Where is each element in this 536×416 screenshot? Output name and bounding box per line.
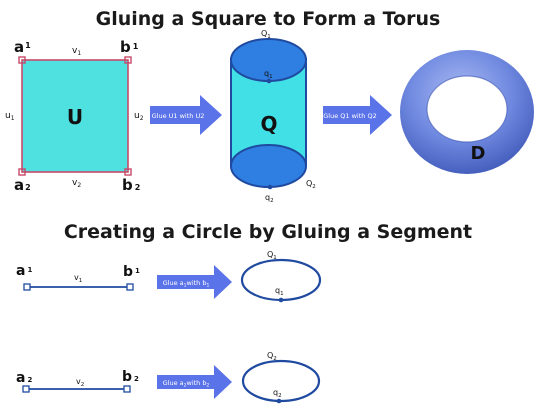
cylinder-top-point	[266, 78, 272, 84]
arrow-glue-seg1: Glue a1with b1	[157, 265, 232, 299]
square-u: U	[18, 56, 132, 176]
arrow-glue-q-label: Glue Q1 with Q2	[323, 112, 376, 120]
segment-2-right-end	[123, 385, 131, 393]
edge-u2-label: u2	[134, 111, 144, 122]
circle-2-top-label: Q2	[267, 351, 277, 362]
torus-d: D	[400, 50, 534, 174]
square-body	[21, 59, 129, 173]
circle-1-point-label: q1	[275, 286, 284, 297]
segment-1-left-end	[23, 283, 31, 291]
torus-center-label: D	[471, 143, 486, 164]
title-circle: Creating a Circle by Gluing a Segment	[64, 221, 472, 243]
segment-2	[22, 385, 131, 393]
circle-2	[241, 359, 321, 404]
cylinder-bottom-point	[267, 184, 273, 190]
segment-1-right-end	[126, 283, 134, 291]
circle-2-point-label: q2	[273, 388, 282, 399]
cylinder-bottom-cap	[230, 144, 307, 188]
corner-a1-label: a1	[14, 38, 31, 56]
cylinder-q: Q	[230, 38, 307, 190]
cylinder-top-label: Q1	[261, 29, 271, 40]
corner-a2-label: a2	[14, 176, 31, 194]
edge-u1-label: u1	[5, 111, 15, 122]
square-center-label: U	[67, 105, 83, 129]
arrow-glue-seg2-label: Glue a2with b2	[163, 379, 210, 389]
circle-1-point	[278, 297, 284, 303]
edge-v2-label: v2	[72, 178, 81, 189]
segment-2-left-end	[22, 385, 30, 393]
arrow-glue-seg2: Glue a2with b2	[157, 365, 232, 399]
circle-2-point	[276, 398, 282, 404]
torus-body	[400, 50, 534, 174]
title-torus: Gluing a Square to Form a Torus	[96, 8, 441, 30]
segment-1-mid-label: v1	[74, 273, 82, 284]
cylinder-center-label: Q	[260, 112, 277, 136]
cylinder-bottom-label: Q2	[306, 179, 316, 190]
arrow-glue-u-label: Glue U1 with U2	[152, 112, 205, 120]
cylinder-top-point-label: q1	[264, 69, 273, 80]
corner-a1-marker	[18, 56, 26, 64]
corner-b2-marker	[124, 168, 132, 176]
arrow-glue-q: Glue Q1 with Q2	[323, 95, 392, 135]
segment-1	[23, 283, 134, 291]
cylinder-bottom-point-label: q2	[265, 193, 274, 204]
arrow-glue-seg1-label: Glue a1with b1	[163, 279, 210, 289]
edge-v1-label: v1	[72, 46, 81, 57]
corner-a2-marker	[18, 168, 26, 176]
circle-1	[240, 258, 322, 303]
corner-b1-marker	[124, 56, 132, 64]
arrow-glue-u: Glue U1 with U2	[150, 95, 222, 135]
circle-1-top-label: Q1	[267, 250, 277, 261]
segment-2-mid-label: v2	[76, 377, 84, 388]
